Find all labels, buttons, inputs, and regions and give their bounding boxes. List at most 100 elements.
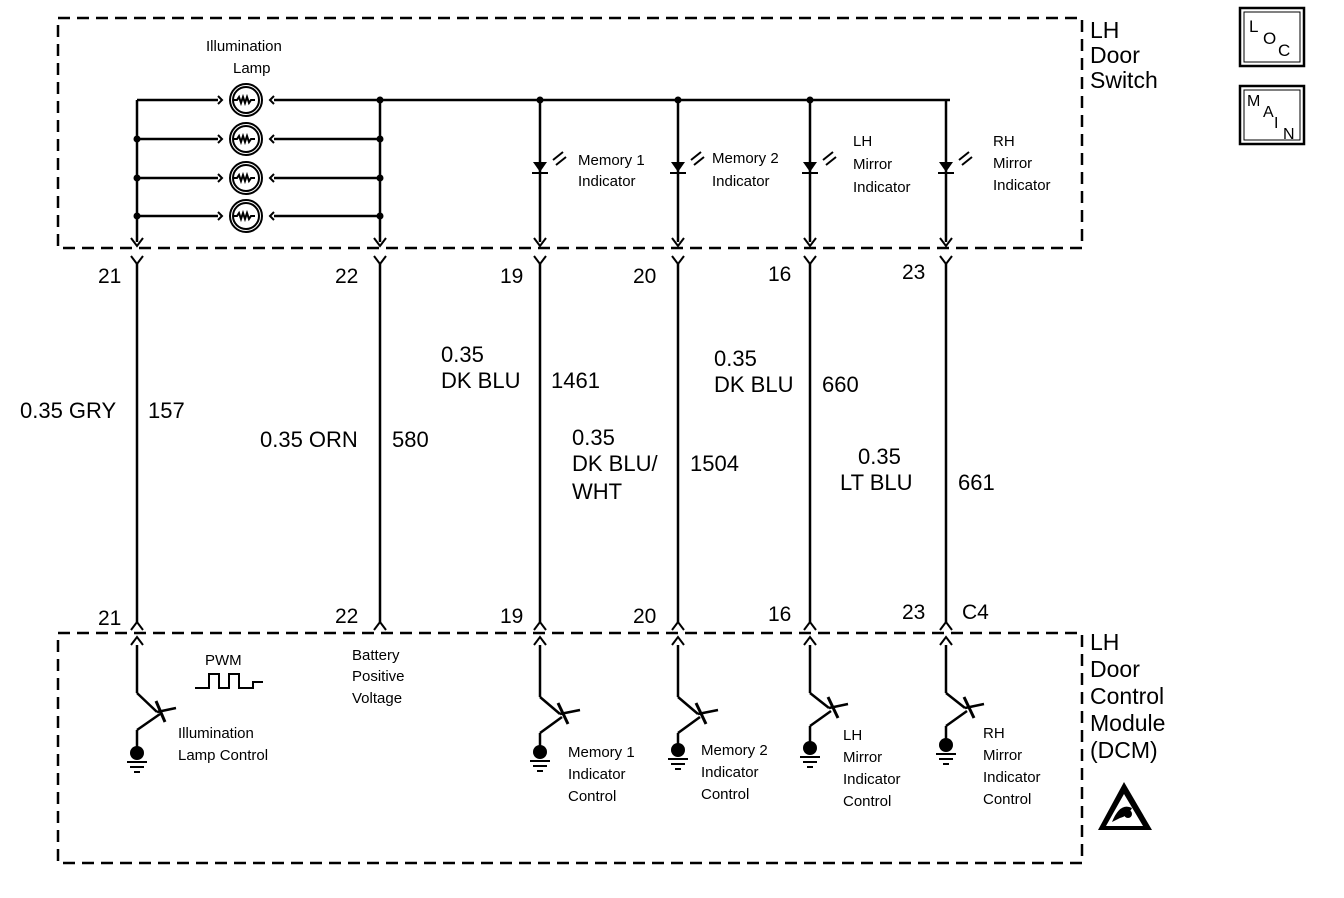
wire-580 <box>373 237 387 631</box>
wire-color-label: 0.35 <box>572 425 615 450</box>
loc-badge-letter: C <box>1278 41 1290 60</box>
module-title-line: LH <box>1090 629 1119 655</box>
light-emission-icon <box>822 151 837 166</box>
control-label: Indicator <box>568 766 626 783</box>
lamp-bulb-icon <box>217 161 275 195</box>
wire-color-label: DK BLU <box>441 368 520 393</box>
indicator-label: Memory 1 <box>578 152 645 169</box>
circuit-number: 580 <box>392 427 429 452</box>
indicator-label: Indicator <box>712 173 770 190</box>
illumination-lamp-label: Lamp <box>233 60 271 77</box>
driver-lh-mirror: LH Mirror Indicator Control <box>800 645 901 810</box>
connector-id: C4 <box>962 601 989 624</box>
module-title-line: Control <box>1090 683 1164 709</box>
control-label: Indicator <box>843 771 901 788</box>
driver-memory-2: Memory 2 Indicator Control <box>668 645 768 803</box>
control-label: Indicator <box>701 764 759 781</box>
pin-number: 16 <box>768 263 791 286</box>
wire-color-label: 0.35 <box>441 342 484 367</box>
lamp-bulb-icon <box>217 83 275 117</box>
module-pin-labels: 21 22 19 20 16 23 C4 <box>98 601 989 630</box>
control-label: Indicator <box>983 769 1041 786</box>
control-label: Control <box>843 793 891 810</box>
ground-icon <box>936 738 956 765</box>
wire-color-label: WHT <box>572 479 622 504</box>
led-lh-mirror: LH Mirror Indicator <box>802 100 911 242</box>
pin-number: 21 <box>98 607 121 630</box>
pin-number: 19 <box>500 265 523 288</box>
indicator-label: Indicator <box>578 173 636 190</box>
illumination-lamp-label: Illumination <box>206 38 282 55</box>
ground-icon <box>800 741 820 768</box>
pin-number: 23 <box>902 601 925 624</box>
led-memory-2: Memory 2 Indicator <box>670 100 779 242</box>
driver-memory-1: Memory 1 Indicator Control <box>530 645 635 805</box>
pin-number: 20 <box>633 265 656 288</box>
door-switch-title-line: LH <box>1090 17 1119 43</box>
circuit-number: 660 <box>822 372 859 397</box>
main-badge-letter: M <box>1247 93 1260 110</box>
module-title-line: Module <box>1090 710 1165 736</box>
door-switch-title: LH Door Switch <box>1090 17 1158 93</box>
wire-labels: 0.35 GRY 157 0.35 ORN 580 0.35 DK BLU 14… <box>20 342 995 504</box>
module-title-line: Door <box>1090 656 1140 682</box>
circuit-number: 661 <box>958 470 995 495</box>
light-emission-icon <box>552 151 567 166</box>
main-badge-letter: I <box>1274 115 1278 132</box>
pin-number: 23 <box>902 261 925 284</box>
lamp-bulb-icon <box>217 199 275 233</box>
wire-1504 <box>671 237 685 646</box>
esd-warning-icon <box>1098 782 1152 830</box>
illumination-lamp-circuit <box>133 83 950 242</box>
driver-rh-mirror: RH Mirror Indicator Control <box>936 645 1041 808</box>
wire-color-label: LT BLU <box>840 470 913 495</box>
wire-color-label: 0.35 <box>858 444 901 469</box>
wire-color-label: 0.35 ORN <box>260 427 358 452</box>
pin-number: 16 <box>768 603 791 626</box>
control-label: Control <box>701 786 749 803</box>
door-control-module-title: LH Door Control Module (DCM) <box>1090 629 1165 763</box>
circuit-number: 157 <box>148 398 185 423</box>
loc-badge-letter: O <box>1263 29 1276 48</box>
main-badge-letter: A <box>1263 104 1274 121</box>
loc-badge[interactable]: L O C <box>1238 6 1306 68</box>
control-label: Lamp Control <box>178 747 268 764</box>
control-label: Control <box>983 791 1031 808</box>
led-memory-1: Memory 1 Indicator <box>532 100 645 242</box>
battery-voltage-label: Positive <box>352 668 405 685</box>
wire-color-label: DK BLU/ <box>572 451 658 476</box>
indicator-label: Mirror <box>853 156 892 173</box>
wire-660 <box>803 237 817 646</box>
led-rh-mirror: RH Mirror Indicator <box>938 100 1051 242</box>
pin-number: 22 <box>335 265 358 288</box>
indicator-label: Indicator <box>993 177 1051 194</box>
wire-color-label: 0.35 GRY <box>20 398 117 423</box>
lamp-bulb-icon <box>217 122 275 156</box>
door-switch-title-line: Switch <box>1090 67 1158 93</box>
pin-number: 22 <box>335 605 358 628</box>
control-label: Memory 2 <box>701 742 768 759</box>
control-label: Control <box>568 788 616 805</box>
harness-wires <box>130 237 953 646</box>
pwm-label: PWM <box>205 652 242 669</box>
wire-661 <box>939 237 953 646</box>
wire-color-label: 0.35 <box>714 346 757 371</box>
control-label: Memory 1 <box>568 744 635 761</box>
control-label: Mirror <box>843 749 882 766</box>
door-switch-title-line: Door <box>1090 42 1140 68</box>
battery-voltage-label: Battery <box>352 647 400 664</box>
main-badge[interactable]: M A I N <box>1238 84 1306 146</box>
control-label: Mirror <box>983 747 1022 764</box>
indicator-label: RH <box>993 133 1015 150</box>
module-title-line: (DCM) <box>1090 737 1158 763</box>
indicator-label: Indicator <box>853 179 911 196</box>
light-emission-icon <box>690 151 705 166</box>
ground-icon <box>668 743 688 770</box>
battery-voltage-label: Voltage <box>352 690 402 707</box>
indicator-label: LH <box>853 133 872 150</box>
main-badge-letter: N <box>1283 126 1295 143</box>
loc-badge-letter: L <box>1249 17 1258 36</box>
ground-icon <box>530 745 550 772</box>
circuit-number: 1504 <box>690 451 739 476</box>
pin-number: 19 <box>500 605 523 628</box>
